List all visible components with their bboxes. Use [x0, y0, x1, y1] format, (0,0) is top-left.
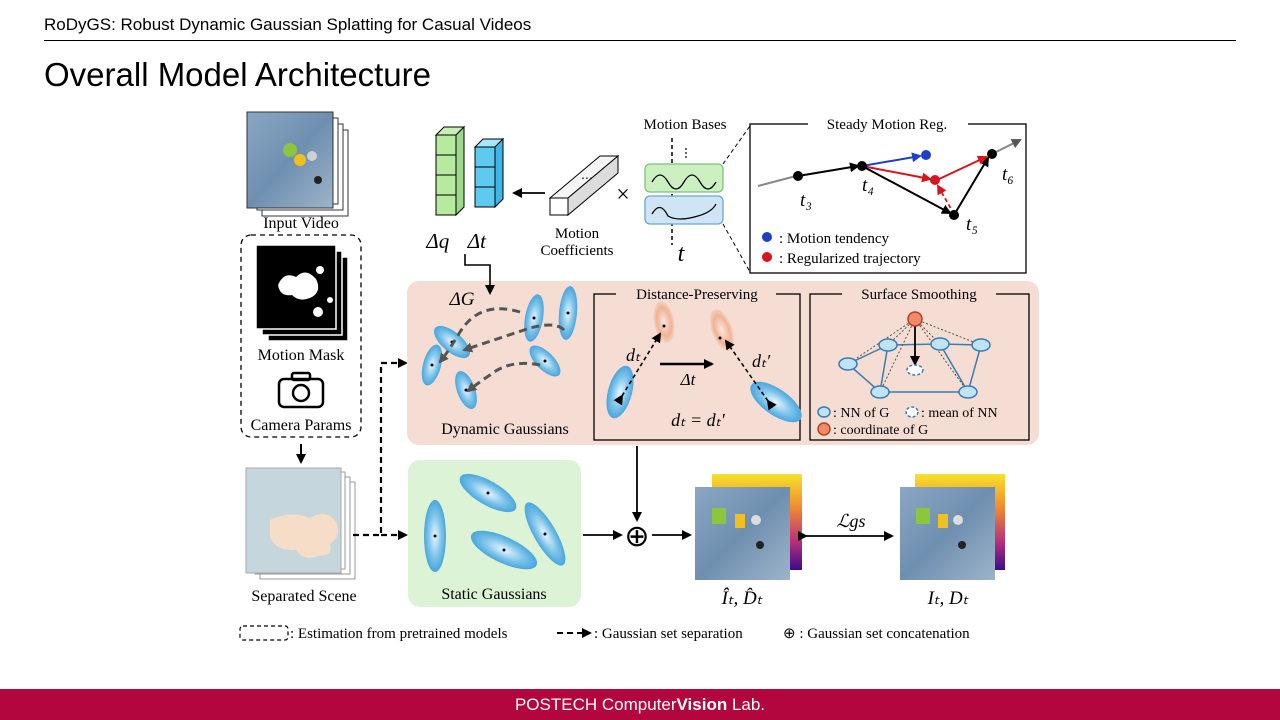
steady-motion-title: Steady Motion Reg.	[827, 117, 947, 133]
legend-coord-icon	[817, 422, 831, 436]
separation-arrow-dynamic	[353, 358, 408, 537]
t-axis-label: t	[678, 241, 686, 267]
trajectory-segment	[797, 162, 860, 177]
footer-suffix: Lab.	[727, 695, 766, 714]
legend-nn-icon	[817, 406, 831, 418]
legend-nn: : NN of G	[833, 406, 889, 421]
regularized-point	[930, 175, 940, 185]
legend-regularized: : Regularized trajectory	[779, 251, 921, 267]
ground-truth-image	[900, 474, 1005, 580]
header-divider	[44, 40, 1236, 41]
legend-estimation: : Estimation from pretrained models	[290, 626, 508, 642]
point-t6	[987, 149, 997, 159]
label-t3: t₃	[800, 190, 812, 211]
legend-mean-icon	[905, 406, 919, 418]
label-t5: t₅	[966, 214, 978, 235]
dynamic-gaussians-label: Dynamic Gaussians	[441, 421, 569, 438]
delta-q-label: Δq⃗	[425, 229, 465, 253]
point-t4	[857, 161, 867, 171]
tendency-point	[921, 150, 931, 160]
surface-smoothing-title: Surface Smoothing	[861, 287, 977, 303]
delta-g-label: ΔG	[449, 289, 475, 310]
ground-truth-label: Iₜ, Dₜ	[927, 588, 969, 609]
dynamic-gaussians-cluster	[421, 286, 578, 410]
legend-separation: : Gaussian set separation	[594, 626, 743, 642]
slide-title: Overall Model Architecture	[44, 56, 431, 93]
distance-preserving-title: Distance-Preserving	[636, 287, 758, 303]
delta-t-column	[473, 137, 505, 209]
separated-scene-label: Separated Scene	[251, 588, 356, 605]
legend-red-dot	[762, 252, 772, 262]
paper-title: RoDyGS: Robust Dynamic Gaussian Splattin…	[44, 15, 532, 34]
svg-text:⋯: ⋯	[581, 171, 593, 185]
delta-t-label: Δt⃗	[467, 229, 503, 253]
input-video-stack	[246, 111, 349, 217]
motion-coefficients-label-1: Motion	[555, 226, 600, 242]
nn-graph	[838, 311, 991, 399]
estimation-box	[240, 234, 362, 438]
point-t5	[949, 210, 959, 220]
motion-basis-curve	[644, 195, 724, 225]
label-t6: t₆	[1002, 164, 1014, 185]
architecture-diagram: Input Video Motion Mask Camera Params Se…	[239, 111, 1039, 642]
legend-tendency: : Motion tendency	[779, 231, 889, 247]
motion-mask-label: Motion Mask	[258, 347, 345, 364]
distance-equation: dₜ = dₜ′	[671, 410, 726, 430]
legend-dashed-box-icon	[239, 625, 289, 641]
rendered-image	[695, 474, 802, 580]
loss-label: ℒgs	[837, 511, 866, 531]
steady-motion-box	[749, 123, 1027, 274]
concat-symbol: ⊕	[624, 520, 649, 553]
delta-t-arrow-label: Δt	[680, 370, 697, 389]
static-gaussians-label: Static Gaussians	[441, 586, 546, 603]
motion-bases-label: Motion Bases	[644, 117, 727, 133]
legend-coord: : coordinate of G	[833, 423, 928, 438]
input-video-label: Input Video	[263, 215, 339, 232]
motion-basis-sine	[644, 163, 724, 193]
separated-scene-stack	[245, 467, 356, 580]
camera-params-label: Camera Params	[251, 417, 352, 434]
motion-coefficients-label-2: Coefficients	[540, 243, 613, 259]
footer-prefix: POSTECH Computer	[514, 695, 677, 714]
motion-mask-stack	[255, 244, 349, 342]
footer-bar: POSTECH ComputerVision Lab.	[0, 689, 1280, 720]
tendency-arrow	[861, 152, 922, 167]
rendered-label: Îₜ, D̂ₜ	[721, 587, 763, 609]
legend-mean: : mean of NN	[921, 406, 998, 421]
regularized-arrow	[861, 165, 932, 183]
legend-blue-dot	[762, 232, 772, 242]
dt-prime-label: dₜ′	[752, 351, 771, 371]
legend-concatenation: ⊕ : Gaussian set concatenation	[783, 626, 970, 642]
dt-label: dₜ	[626, 345, 641, 365]
static-gaussians-cluster	[424, 473, 566, 572]
motion-coefficients-prism: ⋯	[548, 154, 620, 217]
delta-g-arrow	[464, 254, 495, 295]
footer-bold: Vision	[676, 695, 728, 714]
camera-icon	[277, 371, 325, 409]
delta-q-column	[434, 125, 466, 217]
point-t3	[793, 171, 803, 181]
multiply-symbol: ×	[616, 182, 630, 208]
label-t4: t₄	[862, 175, 874, 196]
